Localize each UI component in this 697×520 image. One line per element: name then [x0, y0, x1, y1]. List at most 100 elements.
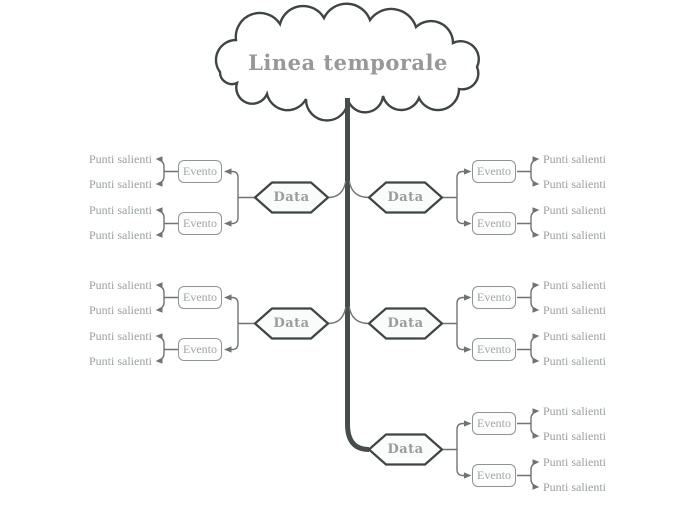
root-topic-label[interactable]: Linea temporale: [248, 50, 448, 75]
highlight-label[interactable]: Punti salienti: [543, 403, 606, 418]
branch-right-1: [348, 156, 540, 238]
highlight-label[interactable]: Punti salienti: [543, 176, 606, 191]
date-node-label[interactable]: Data: [387, 441, 424, 457]
highlight-brace: [530, 285, 537, 361]
highlight-label[interactable]: Punti salienti: [89, 227, 152, 242]
arrowhead: [464, 220, 472, 227]
event-node-label: Evento: [183, 163, 217, 178]
arrowhead: [155, 333, 163, 339]
highlight-label[interactable]: Punti salienti: [543, 227, 606, 242]
event-node[interactable]: Evento: [472, 411, 516, 435]
branch-right-2: [348, 282, 540, 364]
highlight-label[interactable]: Punti salienti: [543, 202, 606, 217]
arrowhead: [532, 433, 540, 439]
spine-link-line: [327, 180, 347, 199]
arrowhead: [532, 358, 540, 364]
event-node-label: Evento: [477, 467, 511, 482]
arrowhead: [155, 156, 163, 162]
event-junction-line: [231, 170, 255, 225]
event-node[interactable]: Evento: [472, 285, 516, 309]
date-node-label[interactable]: Data: [387, 315, 424, 331]
arrowhead: [532, 484, 540, 490]
arrowhead: [155, 232, 163, 238]
event-node-label: Evento: [477, 215, 511, 230]
date-node-shape[interactable]: [253, 307, 330, 340]
event-node[interactable]: Evento: [472, 211, 516, 235]
branch-left-2: [155, 282, 347, 364]
arrowhead: [532, 408, 540, 414]
event-node[interactable]: Evento: [472, 159, 516, 183]
highlight-label[interactable]: Punti salienti: [543, 151, 606, 166]
arrowhead: [532, 459, 540, 465]
arrowhead: [155, 358, 163, 364]
highlight-label[interactable]: Punti salienti: [543, 277, 606, 292]
arrowhead: [532, 307, 540, 313]
highlight-label[interactable]: Punti salienti: [89, 302, 152, 317]
highlight-brace: [530, 159, 537, 235]
arrowhead: [224, 294, 232, 301]
branch-left-1: [155, 156, 347, 238]
highlight-label[interactable]: Punti salienti: [543, 479, 606, 494]
arrowhead: [532, 232, 540, 238]
event-node-label: Evento: [183, 289, 217, 304]
event-node[interactable]: Evento: [178, 159, 222, 183]
highlight-stem-line: [164, 296, 178, 351]
event-node-label: Evento: [477, 163, 511, 178]
event-node[interactable]: Evento: [178, 337, 222, 361]
highlight-label[interactable]: Punti salienti: [89, 353, 152, 368]
date-node-label[interactable]: Data: [273, 315, 310, 331]
arrowhead: [464, 472, 472, 479]
arrowhead: [464, 294, 472, 301]
event-node[interactable]: Evento: [178, 285, 222, 309]
highlight-brace: [158, 159, 165, 235]
highlight-label[interactable]: Punti salienti: [543, 302, 606, 317]
spine-link-line: [348, 180, 370, 199]
date-node-shape[interactable]: [253, 181, 330, 214]
date-node-shape[interactable]: [367, 307, 444, 340]
highlight-stem-line: [164, 170, 178, 225]
highlight-stem-line: [517, 422, 531, 477]
branch-right-3: [367, 408, 540, 490]
arrowhead: [224, 220, 232, 227]
event-node[interactable]: Evento: [472, 463, 516, 487]
highlight-label[interactable]: Punti salienti: [89, 176, 152, 191]
highlight-label[interactable]: Punti salienti: [543, 353, 606, 368]
timeline-spine: [345, 98, 370, 452]
spine-link-line: [348, 306, 370, 325]
date-node-shape[interactable]: [367, 181, 444, 214]
highlight-label[interactable]: Punti salienti: [543, 454, 606, 469]
highlight-label[interactable]: Punti salienti: [89, 202, 152, 217]
highlight-brace: [530, 411, 537, 487]
arrowhead: [532, 282, 540, 288]
event-junction-line: [231, 296, 255, 351]
arrowhead: [464, 168, 472, 175]
highlight-label[interactable]: Punti salienti: [89, 151, 152, 166]
arrowhead: [155, 282, 163, 288]
highlight-brace: [158, 285, 165, 361]
highlight-stem-line: [517, 296, 531, 351]
event-node-label: Evento: [183, 341, 217, 356]
date-node-shape[interactable]: [367, 433, 444, 466]
arrowhead: [155, 207, 163, 213]
arrowhead: [532, 181, 540, 187]
event-node[interactable]: Evento: [178, 211, 222, 235]
arrowhead: [532, 207, 540, 213]
event-junction-line: [442, 422, 464, 477]
spine-link-line: [327, 306, 347, 325]
date-node-label[interactable]: Data: [387, 189, 424, 205]
highlight-label[interactable]: Punti salienti: [89, 277, 152, 292]
root-cloud-shape[interactable]: [214, 2, 480, 122]
date-node-label[interactable]: Data: [273, 189, 310, 205]
event-junction-line: [442, 170, 464, 225]
event-node-label: Evento: [477, 289, 511, 304]
arrowhead: [464, 420, 472, 427]
arrowhead: [532, 333, 540, 339]
arrowhead: [532, 156, 540, 162]
event-node[interactable]: Evento: [472, 337, 516, 361]
highlight-label[interactable]: Punti salienti: [543, 328, 606, 343]
highlight-label[interactable]: Punti salienti: [89, 328, 152, 343]
event-node-label: Evento: [183, 215, 217, 230]
highlight-label[interactable]: Punti salienti: [543, 428, 606, 443]
